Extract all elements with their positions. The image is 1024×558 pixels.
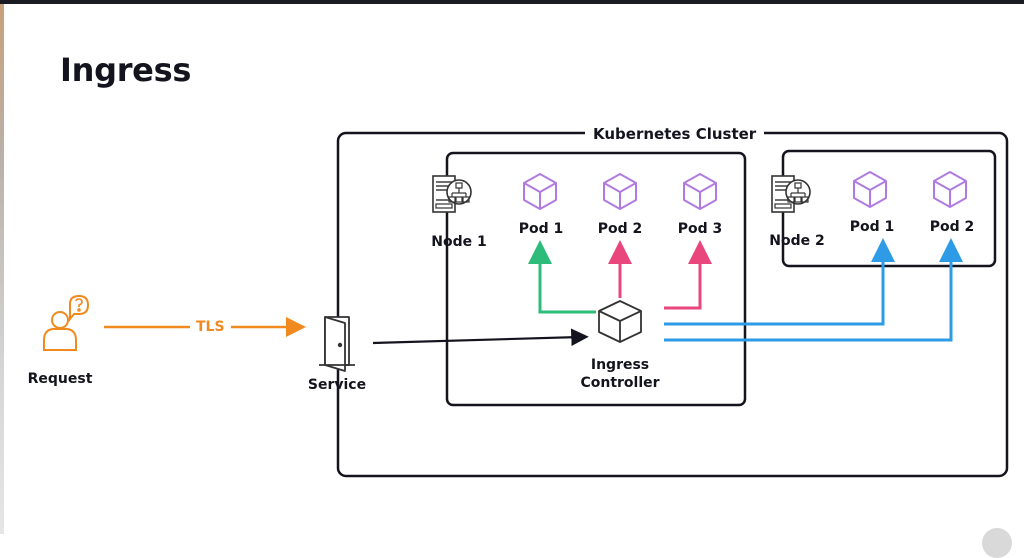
page-title: Ingress xyxy=(60,51,192,89)
service-to-controller-arrow xyxy=(372,328,589,347)
diagram-canvas xyxy=(43,131,1009,478)
route-to-node2-pod2 xyxy=(664,238,963,342)
top-bar xyxy=(0,0,1024,4)
node1-box xyxy=(445,151,747,407)
node1-server-network-icon xyxy=(432,175,472,213)
node1-pod1-label: Pod 1 xyxy=(518,221,564,237)
service-label: Service xyxy=(307,377,367,393)
node2-pod1-label: Pod 1 xyxy=(849,219,895,235)
route-to-node1-pod3 xyxy=(664,240,712,310)
left-edge-strip xyxy=(0,4,4,534)
node2-pod2-cube xyxy=(933,171,967,208)
node1-label: Node 1 xyxy=(431,234,487,250)
route-to-node2-pod1 xyxy=(664,238,895,326)
corner-button[interactable] xyxy=(982,528,1012,558)
node2-pod1-cube xyxy=(853,171,887,208)
ingress-controller-line1: Ingress xyxy=(590,357,650,373)
door-icon xyxy=(319,316,355,372)
node1-pod2-cube xyxy=(603,173,637,210)
cluster-label: Kubernetes Cluster xyxy=(585,124,765,144)
node2-pod2-label: Pod 2 xyxy=(929,219,975,235)
tls-label: TLS xyxy=(190,318,231,336)
ingress-controller-label: Ingress Controller xyxy=(580,356,659,392)
node1-pod1-cube xyxy=(523,173,557,210)
node1-pod2-label: Pod 2 xyxy=(597,221,643,237)
route-to-node1-pod1 xyxy=(528,240,596,314)
user-question-icon xyxy=(43,294,90,351)
node1-pod3-label: Pod 3 xyxy=(677,221,723,237)
node2-server-network-icon xyxy=(771,175,811,213)
request-label: Request xyxy=(27,371,93,387)
node2-label: Node 2 xyxy=(769,233,825,249)
node1-pod3-cube xyxy=(683,173,717,210)
ingress-controller-line2: Controller xyxy=(580,375,660,391)
controller-cube-icon xyxy=(598,300,642,343)
